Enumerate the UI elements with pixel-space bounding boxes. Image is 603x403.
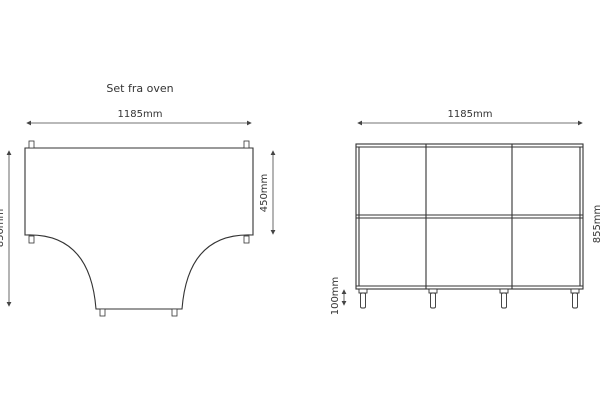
front-view: 1185mm 855mm 100mm xyxy=(330,109,603,315)
caster-icon xyxy=(570,288,580,309)
bracket-icon xyxy=(28,235,35,244)
top-view: Set fra oven 1185mm 850mm 450mm xyxy=(0,82,276,317)
front-width-label: 1185mm xyxy=(448,109,493,120)
bracket-icon xyxy=(171,308,178,317)
caster-icons xyxy=(358,288,580,309)
top-width-label: 1185mm xyxy=(118,109,163,120)
bracket-icon xyxy=(243,235,250,244)
leg-height-label: 100mm xyxy=(330,277,341,316)
top-view-title: Set fra oven xyxy=(106,82,173,95)
caster-icon xyxy=(428,288,438,309)
bracket-icon xyxy=(99,308,106,317)
table-top-outline xyxy=(24,147,254,310)
bracket-icons xyxy=(28,140,250,317)
bracket-icon xyxy=(28,140,35,149)
caster-icon xyxy=(499,288,509,309)
front-height-label: 855mm xyxy=(592,205,603,244)
top-depth-label: 850mm xyxy=(0,209,6,248)
caster-icon xyxy=(358,288,368,309)
cabinet-outline xyxy=(355,143,584,290)
wing-depth-label: 450mm xyxy=(259,174,270,213)
bracket-icon xyxy=(243,140,250,149)
